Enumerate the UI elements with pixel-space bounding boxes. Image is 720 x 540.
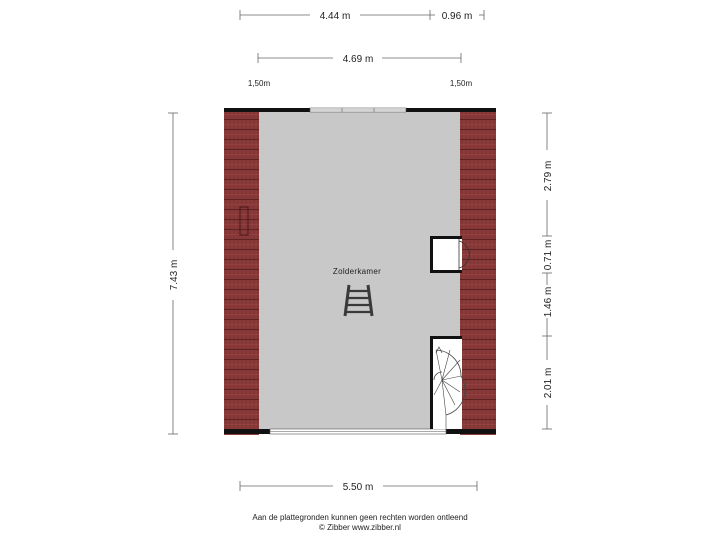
knee-height-right: 1,50m bbox=[450, 79, 473, 88]
wall-top-right bbox=[406, 108, 496, 112]
dim-inner-width bbox=[257, 53, 462, 63]
copyright-text: © Zibber www.zibber.nl bbox=[319, 523, 401, 532]
dim-height-label: 7.43 m bbox=[169, 260, 180, 291]
knee-height-left: 1,50m bbox=[248, 79, 271, 88]
dim-inner-width-label: 4.69 m bbox=[343, 54, 374, 65]
dim-bottom-label: 5.50 m bbox=[343, 482, 374, 493]
window-bottom bbox=[269, 428, 447, 435]
dim-right-1-label: 2.79 m bbox=[543, 161, 554, 192]
dim-top-right-label: 0.96 m bbox=[442, 11, 473, 22]
dim-right-4-label: 2.01 m bbox=[543, 368, 554, 399]
roof-vent bbox=[239, 206, 249, 236]
staircase bbox=[430, 336, 466, 429]
floor-area bbox=[259, 111, 460, 430]
dim-height bbox=[168, 112, 178, 435]
wall-bottom-left bbox=[224, 429, 270, 434]
chimney-shaft bbox=[430, 236, 470, 273]
roof-right bbox=[460, 110, 496, 435]
window-top bbox=[309, 107, 407, 113]
dim-bottom bbox=[239, 481, 478, 491]
dim-right-3-label: 1.46 m bbox=[543, 287, 554, 318]
wall-bottom-right bbox=[446, 429, 496, 434]
dim-right-2-label: 0.71 m bbox=[543, 240, 554, 271]
room-label: Zolderkamer bbox=[333, 267, 381, 276]
ladder-icon bbox=[343, 284, 374, 317]
roof-left bbox=[224, 110, 259, 435]
disclaimer-text: Aan de plattegronden kunnen geen rechten… bbox=[252, 513, 468, 522]
dim-top-left-label: 4.44 m bbox=[320, 11, 351, 22]
dim-right-chain bbox=[542, 112, 552, 430]
dim-top-right bbox=[430, 10, 485, 20]
wall-top-left bbox=[224, 108, 310, 112]
